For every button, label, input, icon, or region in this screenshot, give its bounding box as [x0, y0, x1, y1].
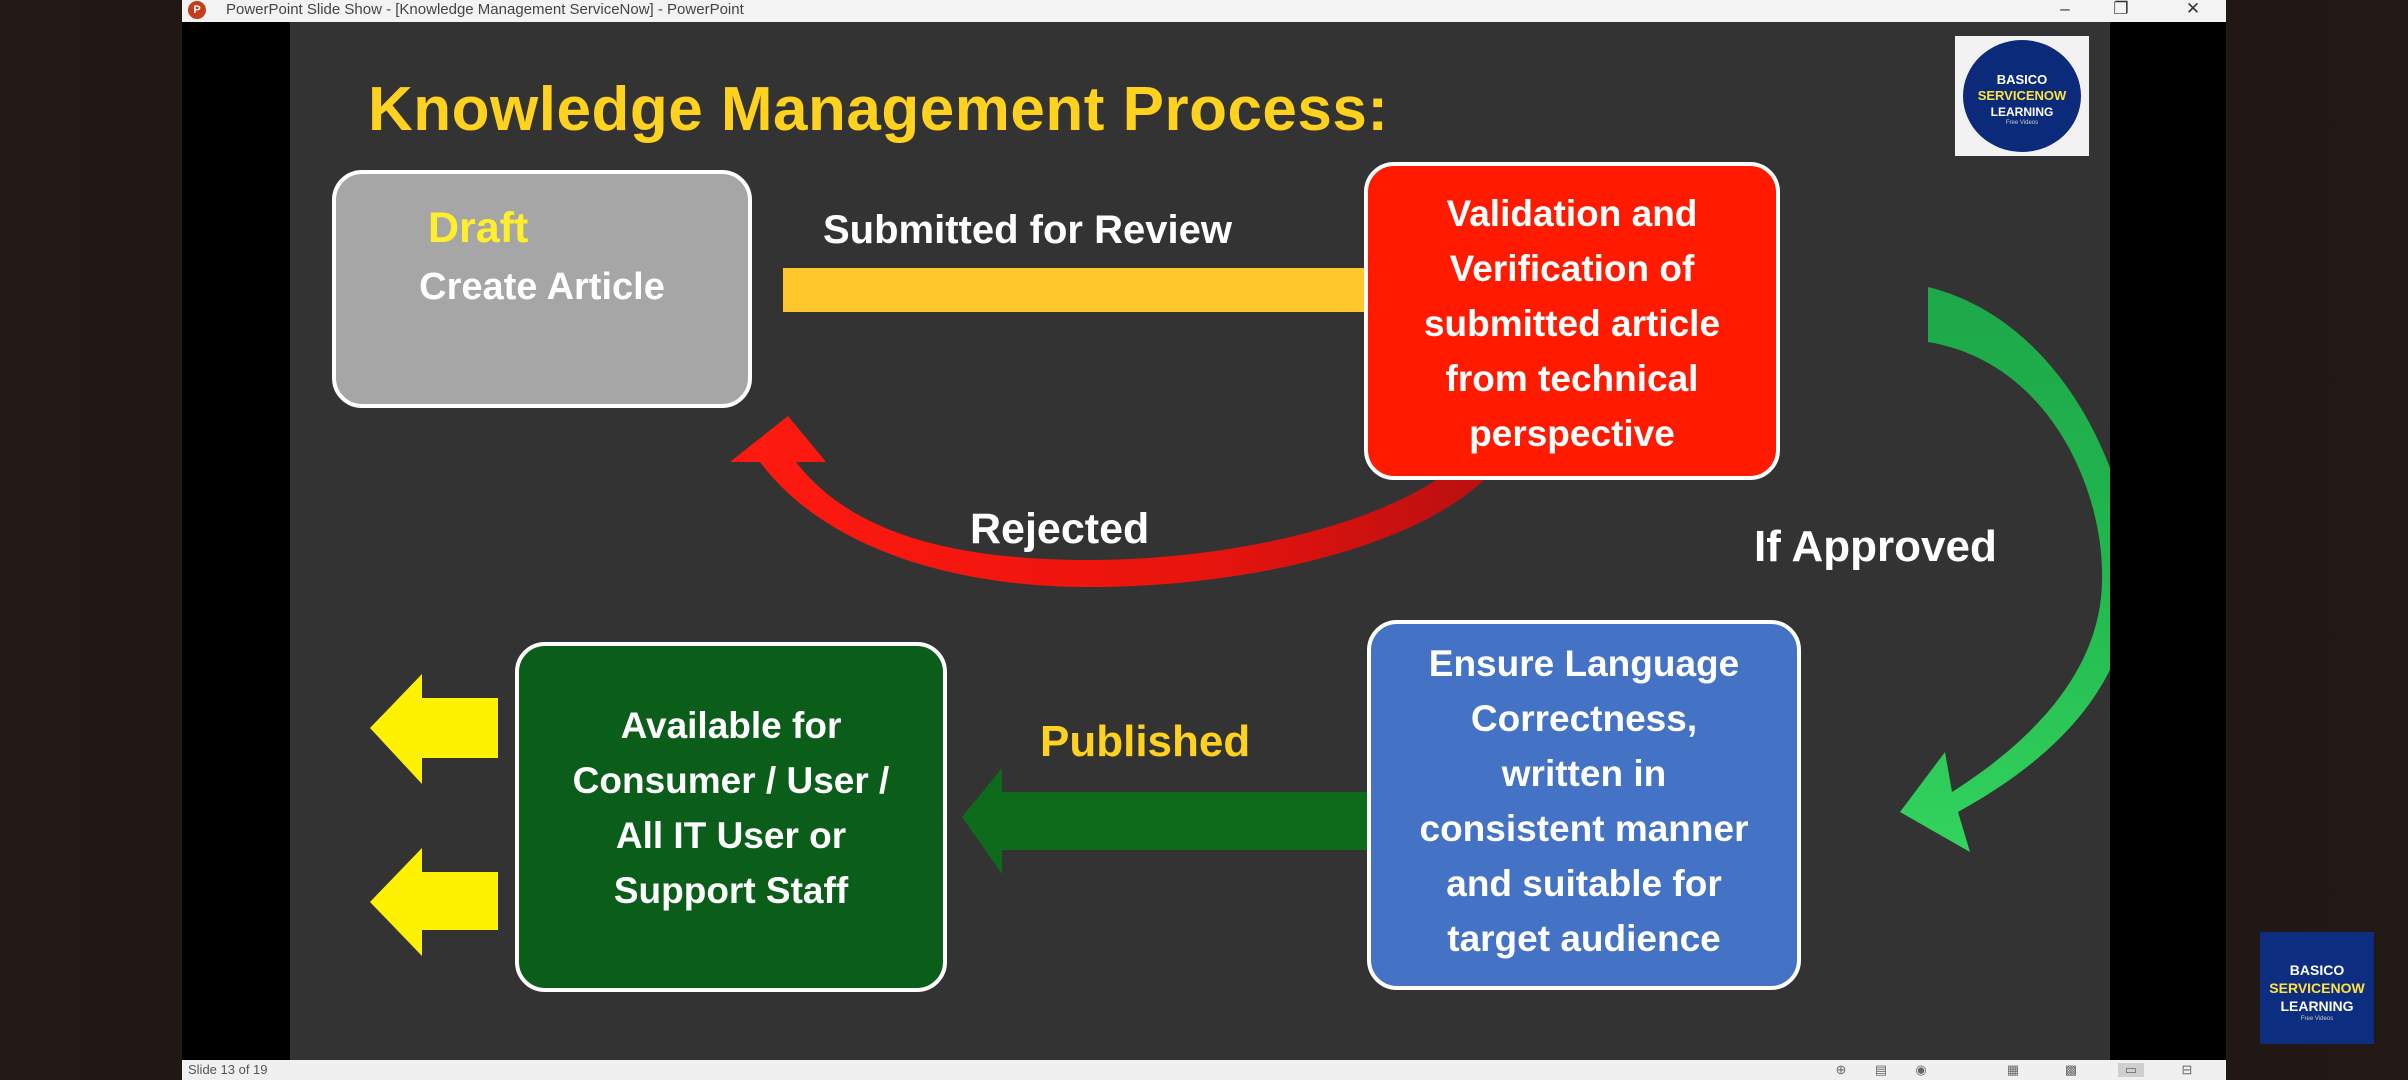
- draft-stage-label: Draft: [428, 204, 529, 252]
- powerpoint-window: P PowerPoint Slide Show - [Knowledge Man…: [182, 0, 2226, 1080]
- flow-arrows: [370, 244, 2110, 956]
- output-arrow-2: [370, 848, 498, 956]
- restore-button[interactable]: ❐: [2113, 0, 2129, 18]
- ensure-line: target audience: [1447, 918, 1721, 959]
- output-arrow-1: [370, 674, 498, 784]
- close-button[interactable]: ✕: [2185, 0, 2201, 18]
- logo-line-4: Free Videos: [2005, 120, 2039, 126]
- available-line: Support Staff: [613, 870, 849, 911]
- channel-watermark-logo: BASICO SERVICENOW LEARNING Free Videos: [2260, 932, 2374, 1044]
- title-bar: P PowerPoint Slide Show - [Knowledge Man…: [182, 0, 2226, 22]
- available-line: All IT User or: [615, 815, 847, 856]
- logo-line-1: BASICO: [1996, 72, 2048, 87]
- window-title: PowerPoint Slide Show - [Knowledge Manag…: [226, 1, 744, 18]
- slide-canvas[interactable]: Knowledge Management Process: BASICO SER…: [290, 22, 2110, 1060]
- validation-box: Validation and Verification of submitted…: [1364, 162, 1780, 480]
- slide-sorter-icon[interactable]: ▩: [2064, 1062, 2078, 1077]
- submitted-label: Submitted for Review: [823, 208, 1232, 252]
- ensure-line: and suitable for: [1446, 863, 1722, 904]
- status-bar: Slide 13 of 19 ⊕ ▤ ◉ ▦ ▩ ▭ ⊟: [182, 1060, 2226, 1080]
- powerpoint-app-icon: P: [188, 1, 206, 19]
- logo-line-2: SERVICENOW: [1977, 88, 2067, 103]
- slideshow-icon[interactable]: ⊟: [2181, 1062, 2193, 1077]
- ensure-line: Ensure Language: [1428, 643, 1740, 684]
- publish-arrow: [962, 768, 1440, 874]
- validation-line: Validation and: [1446, 193, 1698, 234]
- validation-line: Verification of: [1449, 248, 1695, 289]
- approved-label: If Approved: [1754, 522, 1997, 571]
- minimize-button[interactable]: –: [2060, 0, 2070, 18]
- validation-line: perspective: [1469, 413, 1675, 454]
- available-line: Consumer / User /: [572, 760, 890, 801]
- ensure-line: consistent manner: [1419, 808, 1749, 849]
- available-box: Available for Consumer / User / All IT U…: [515, 642, 947, 992]
- accessibility-icon[interactable]: ⊕: [1835, 1062, 1847, 1077]
- watermark-line-3: LEARNING: [2280, 998, 2354, 1014]
- draft-description: Create Article: [419, 266, 665, 308]
- comments-icon[interactable]: ◉: [1915, 1062, 1927, 1077]
- notes-icon[interactable]: ▤: [1874, 1062, 1888, 1077]
- validation-line: from technical: [1445, 358, 1699, 399]
- draft-box: Draft Create Article: [332, 170, 752, 408]
- slide-title: Knowledge Management Process:: [368, 75, 1389, 144]
- approve-arrow: [1900, 287, 2110, 852]
- ensure-line: written in: [1501, 753, 1667, 794]
- logo-badge: BASICO SERVICENOW LEARNING Free Videos: [1963, 40, 2081, 152]
- logo-line-3: LEARNING: [1990, 105, 2054, 119]
- rejected-label: Rejected: [970, 505, 1150, 553]
- reading-view-icon[interactable]: ▭: [2118, 1063, 2144, 1077]
- ensure-line: Correctness,: [1470, 698, 1698, 739]
- watermark-line-2: SERVICENOW: [2269, 980, 2365, 996]
- watermark-line-4: Free Videos: [2300, 1016, 2334, 1022]
- slide-indicator: Slide 13 of 19: [188, 1062, 268, 1077]
- available-line: Available for: [620, 705, 842, 746]
- reject-arrow: [730, 412, 1520, 587]
- validation-line: submitted article: [1423, 303, 1721, 344]
- watermark-line-1: BASICO: [2289, 962, 2345, 978]
- published-label: Published: [1040, 717, 1251, 766]
- submit-arrow: [783, 244, 1444, 336]
- ensure-language-box: Ensure Language Correctness, written in …: [1367, 620, 1801, 990]
- basico-logo: BASICO SERVICENOW LEARNING Free Videos: [1955, 36, 2089, 156]
- normal-view-icon[interactable]: ▦: [2006, 1062, 2020, 1077]
